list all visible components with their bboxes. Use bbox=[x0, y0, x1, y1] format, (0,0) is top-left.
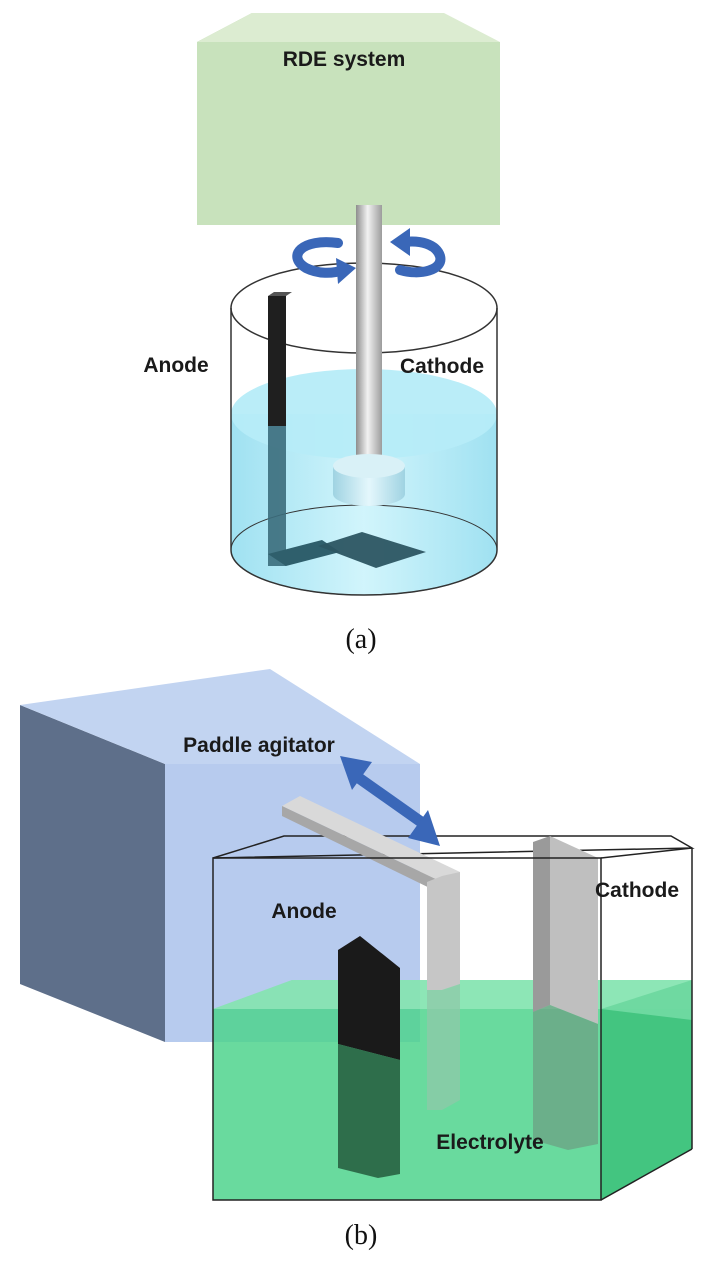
rotation-arrow-right-head bbox=[390, 228, 410, 256]
panel-a: RDE system bbox=[143, 13, 500, 655]
tank-back bbox=[212, 835, 695, 859]
cathode-submerged bbox=[533, 1005, 598, 1150]
rde-system-box: RDE system bbox=[197, 13, 500, 225]
cathode-label-a: Cathode bbox=[400, 355, 484, 378]
agitator-left-face bbox=[20, 705, 165, 1042]
agitator-top-face bbox=[20, 669, 420, 764]
rde-system-label: RDE system bbox=[283, 48, 406, 71]
motion-arrow-head-front bbox=[408, 810, 440, 846]
rotation-arrow-left-head bbox=[336, 258, 356, 284]
paddle-blade-submerged bbox=[427, 984, 460, 1110]
beaker-bottom-front bbox=[230, 549, 498, 596]
paddle-blade bbox=[427, 872, 460, 990]
anode-label-a: Anode bbox=[143, 354, 208, 377]
paddle-motion-arrow bbox=[340, 756, 440, 846]
anode-plate-submerged bbox=[338, 1044, 400, 1178]
paddle-agitator-box: Paddle agitator bbox=[20, 669, 420, 1042]
cathode-label-b: Cathode bbox=[595, 879, 679, 902]
anode-electrode-b bbox=[338, 936, 400, 1178]
cathode-plate-side bbox=[550, 836, 598, 1024]
motion-arrow-shaft bbox=[352, 771, 428, 829]
rotation-arrow-left bbox=[292, 237, 349, 278]
anode-bar-top bbox=[268, 292, 292, 296]
rotating-disk-electrode bbox=[333, 205, 405, 506]
tank-bottom-right bbox=[600, 1148, 693, 1201]
paddle-agitator-label: Paddle agitator bbox=[183, 734, 335, 757]
tank-top-right bbox=[600, 847, 693, 859]
tank-outline bbox=[212, 847, 693, 1201]
tank-back-top bbox=[212, 835, 695, 859]
rde-box-top-face bbox=[197, 13, 500, 42]
cathode-electrode-b bbox=[533, 836, 598, 1150]
panel-b: Paddle agitator bbox=[20, 669, 695, 1251]
anode-label-b: Anode bbox=[271, 900, 336, 923]
rotation-arrow-right bbox=[395, 236, 446, 278]
caption-a: (a) bbox=[345, 624, 376, 655]
tank-front-edge bbox=[212, 857, 602, 1201]
motion-arrow-head-back bbox=[340, 756, 372, 790]
paddle bbox=[282, 796, 460, 1110]
anode-electrode-a bbox=[268, 292, 426, 568]
anode-plate bbox=[318, 532, 426, 568]
electrolyte-right-face bbox=[601, 980, 692, 1200]
caption-b: (b) bbox=[345, 1220, 378, 1251]
electrolyte-label: Electrolyte bbox=[436, 1131, 543, 1154]
anode-plate-face bbox=[338, 936, 400, 1060]
anode-bar-submerged bbox=[268, 426, 286, 566]
anode-bar-vertical bbox=[268, 296, 286, 426]
paddle-arm-top bbox=[282, 796, 460, 882]
rde-disk-top bbox=[333, 454, 405, 478]
rde-box-front bbox=[197, 42, 500, 225]
rde-shaft bbox=[356, 205, 382, 467]
cathode-plate-face bbox=[533, 836, 550, 1012]
rotation-arrows bbox=[292, 228, 446, 284]
paddle-arm-side bbox=[282, 806, 442, 894]
